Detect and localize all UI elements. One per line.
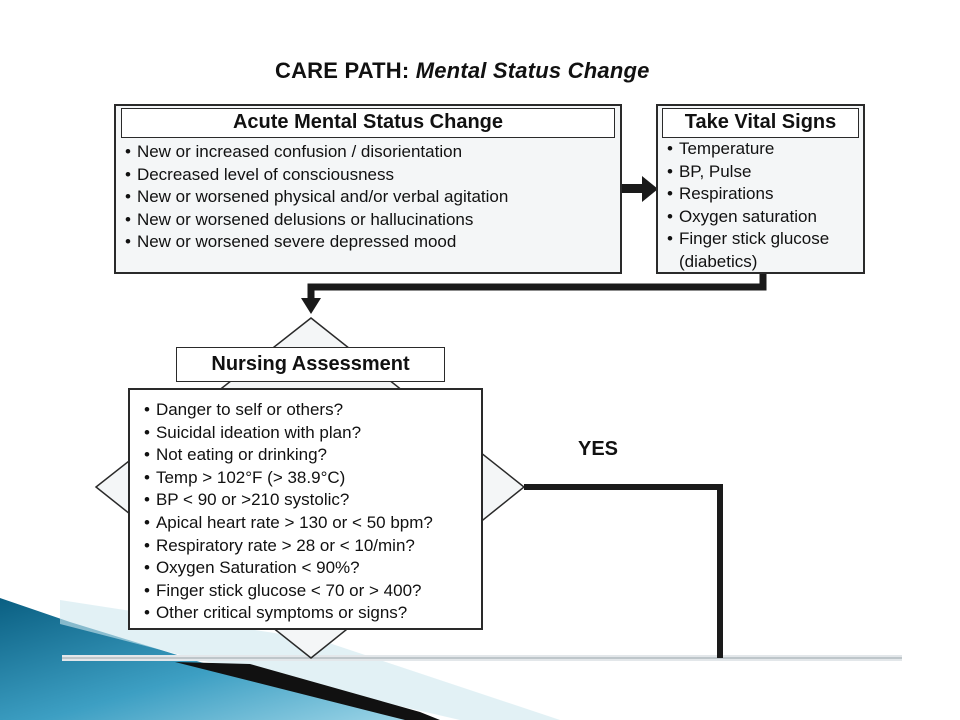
nursing-assessment-box: Danger to self or others? Suicidal ideat… [128, 388, 483, 630]
list-item: Finger stick glucose [667, 228, 829, 251]
list-item: Respirations [667, 183, 829, 206]
acute-status-header: Acute Mental Status Change [121, 108, 615, 138]
list-item: BP < 90 or >210 systolic? [144, 489, 433, 512]
acute-status-box: Acute Mental Status Change New or increa… [114, 104, 622, 274]
list-item: New or increased confusion / disorientat… [125, 141, 508, 164]
title-prefix: CARE PATH: [275, 58, 410, 83]
yes-branch-line [524, 484, 723, 658]
acute-status-list: New or increased confusion / disorientat… [125, 141, 508, 254]
list-item: Other critical symptoms or signs? [144, 602, 433, 625]
list-item: Temp > 102°F (> 38.9°C) [144, 467, 433, 490]
list-item: Not eating or drinking? [144, 444, 433, 467]
list-item: Decreased level of consciousness [125, 164, 508, 187]
list-item: Finger stick glucose < 70 or > 400? [144, 580, 433, 603]
arrow-to-assessment [301, 274, 767, 314]
list-item: Danger to self or others? [144, 399, 433, 422]
list-item: Respiratory rate > 28 or < 10/min? [144, 535, 433, 558]
list-item: Oxygen saturation [667, 206, 829, 229]
yes-label: YES [578, 438, 619, 460]
list-item: New or worsened severe depressed mood [125, 231, 508, 254]
page-title: CARE PATH: Mental Status Change [275, 58, 650, 84]
vital-signs-box: Take Vital Signs Temperature BP, Pulse R… [656, 104, 865, 274]
list-item-continuation: (diabetics) [679, 251, 758, 271]
list-item: Apical heart rate > 130 or < 50 bpm? [144, 512, 433, 535]
title-emphasis: Mental Status Change [415, 58, 650, 83]
list-item: Temperature [667, 138, 829, 161]
nursing-assessment-list: Danger to self or others? Suicidal ideat… [144, 399, 433, 625]
vital-signs-list: Temperature BP, Pulse Respirations Oxyge… [667, 138, 829, 273]
list-item: Oxygen Saturation < 90%? [144, 557, 433, 580]
decorative-swoosh [0, 598, 902, 720]
list-item: Suicidal ideation with plan? [144, 422, 433, 445]
list-item: BP, Pulse [667, 161, 829, 184]
nursing-assessment-header: Nursing Assessment [176, 347, 445, 382]
list-item: New or worsened physical and/or verbal a… [125, 186, 508, 209]
vital-signs-header: Take Vital Signs [662, 108, 859, 138]
list-item: New or worsened delusions or hallucinati… [125, 209, 508, 232]
arrow-to-vitals [622, 176, 658, 202]
